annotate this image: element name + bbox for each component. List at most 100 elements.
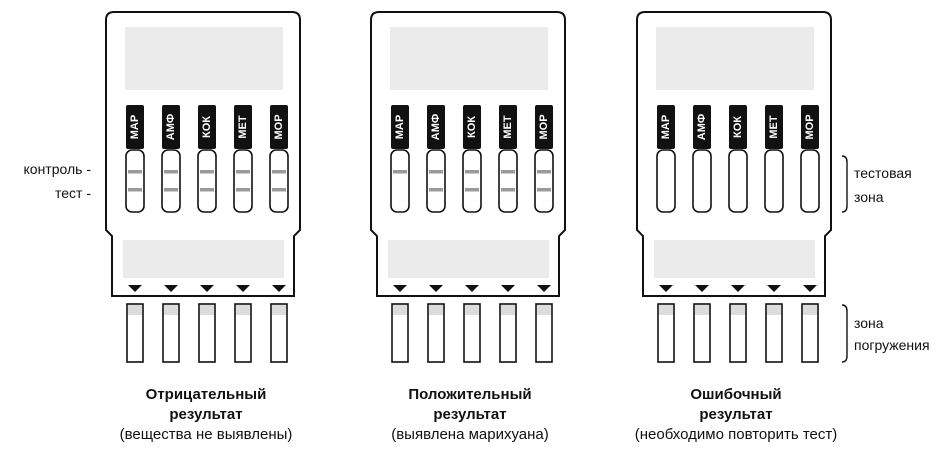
control-band	[236, 170, 250, 174]
strip-tag	[801, 105, 819, 149]
result-window	[426, 149, 446, 213]
result-window	[692, 149, 712, 213]
arrow-icon	[803, 285, 817, 292]
strip-name: МАР	[660, 115, 672, 139]
negative-caption: Отрицательный результат (вещества не выя…	[61, 385, 351, 445]
strip-5: МОР	[269, 105, 289, 363]
caption-title: Положительный	[408, 386, 532, 403]
arrow-icon	[236, 285, 250, 292]
arrow-icon	[695, 285, 709, 292]
dip-stick-tip	[695, 305, 709, 315]
strip-name: МОР	[804, 114, 816, 139]
control-band	[272, 170, 286, 174]
strip-5: МОР	[800, 105, 820, 363]
caption-title-line2: результат	[699, 406, 773, 423]
strip-tag	[729, 105, 747, 149]
strip-4: МЕТ	[233, 105, 253, 363]
dip-stick-tip	[767, 305, 781, 315]
strip-5: МОР	[534, 105, 554, 363]
strip-1: МАР	[656, 105, 676, 363]
dip-stick	[657, 303, 675, 363]
dip-stick	[162, 303, 180, 363]
strip-name: МОР	[538, 114, 550, 139]
dip-stick	[391, 303, 409, 363]
test-band	[128, 188, 142, 192]
strip-name: МОР	[273, 114, 285, 139]
strip-tag	[463, 105, 481, 149]
strip-tag	[499, 105, 517, 149]
result-window	[656, 149, 676, 213]
result-window	[161, 149, 181, 213]
strip-tag	[198, 105, 216, 149]
strip-tag	[657, 105, 675, 149]
label-window	[390, 27, 548, 90]
strip-tag	[234, 105, 252, 149]
invalid-caption: Ошибочный результат (необходимо повторит…	[591, 385, 881, 445]
dip-zone-label-line1: зона	[854, 315, 884, 331]
sample-window	[654, 240, 815, 278]
strip-name: МЕТ	[502, 115, 514, 139]
strip-name: МАР	[394, 115, 406, 139]
test-band	[537, 188, 551, 192]
label-window	[656, 27, 814, 90]
strip-name: АМФ	[696, 114, 708, 141]
control-band	[393, 170, 407, 174]
arrow-icon	[128, 285, 142, 292]
strip-name: АМФ	[430, 114, 442, 141]
control-band	[429, 170, 443, 174]
result-window	[390, 149, 410, 213]
result-window	[462, 149, 482, 213]
strip-name: КОК	[732, 116, 744, 138]
result-window	[197, 149, 217, 213]
arrow-icon	[200, 285, 214, 292]
strip-tag	[126, 105, 144, 149]
strip-4: МЕТ	[498, 105, 518, 363]
dip-stick	[427, 303, 445, 363]
strip-2: АМФ	[692, 105, 712, 363]
dip-stick	[729, 303, 747, 363]
dip-stick	[801, 303, 819, 363]
arrow-icon	[731, 285, 745, 292]
dip-stick	[499, 303, 517, 363]
dip-stick-tip	[200, 305, 214, 315]
dip-stick-tip	[659, 305, 673, 315]
result-window	[125, 149, 145, 213]
dip-zone-brace	[841, 304, 848, 363]
strip-name: МЕТ	[768, 115, 780, 139]
test-band	[501, 188, 515, 192]
dip-stick	[270, 303, 288, 363]
strip-1: МАР	[125, 105, 145, 363]
test-zone-label-line2: зона	[854, 189, 884, 205]
dip-stick	[765, 303, 783, 363]
arrow-icon	[429, 285, 443, 292]
result-window	[534, 149, 554, 213]
arrow-icon	[659, 285, 673, 292]
dip-stick	[535, 303, 553, 363]
result-window	[800, 149, 820, 213]
dip-stick-tip	[393, 305, 407, 315]
label-window	[125, 27, 283, 90]
strip-2: АМФ	[426, 105, 446, 363]
control-band	[537, 170, 551, 174]
result-window	[269, 149, 289, 213]
strip-4: МЕТ	[764, 105, 784, 363]
arrow-icon	[537, 285, 551, 292]
result-window	[233, 149, 253, 213]
dip-stick-tip	[803, 305, 817, 315]
test-band	[164, 188, 178, 192]
control-band	[200, 170, 214, 174]
strip-1: МАР	[390, 105, 410, 363]
strip-name: МЕТ	[237, 115, 249, 139]
dip-zone-label-line2: погружения	[854, 337, 930, 353]
result-window	[764, 149, 784, 213]
test-band	[200, 188, 214, 192]
arrow-icon	[465, 285, 479, 292]
strip-tag	[693, 105, 711, 149]
dip-stick-tip	[537, 305, 551, 315]
dip-stick-tip	[272, 305, 286, 315]
arrow-icon	[501, 285, 515, 292]
control-band	[164, 170, 178, 174]
